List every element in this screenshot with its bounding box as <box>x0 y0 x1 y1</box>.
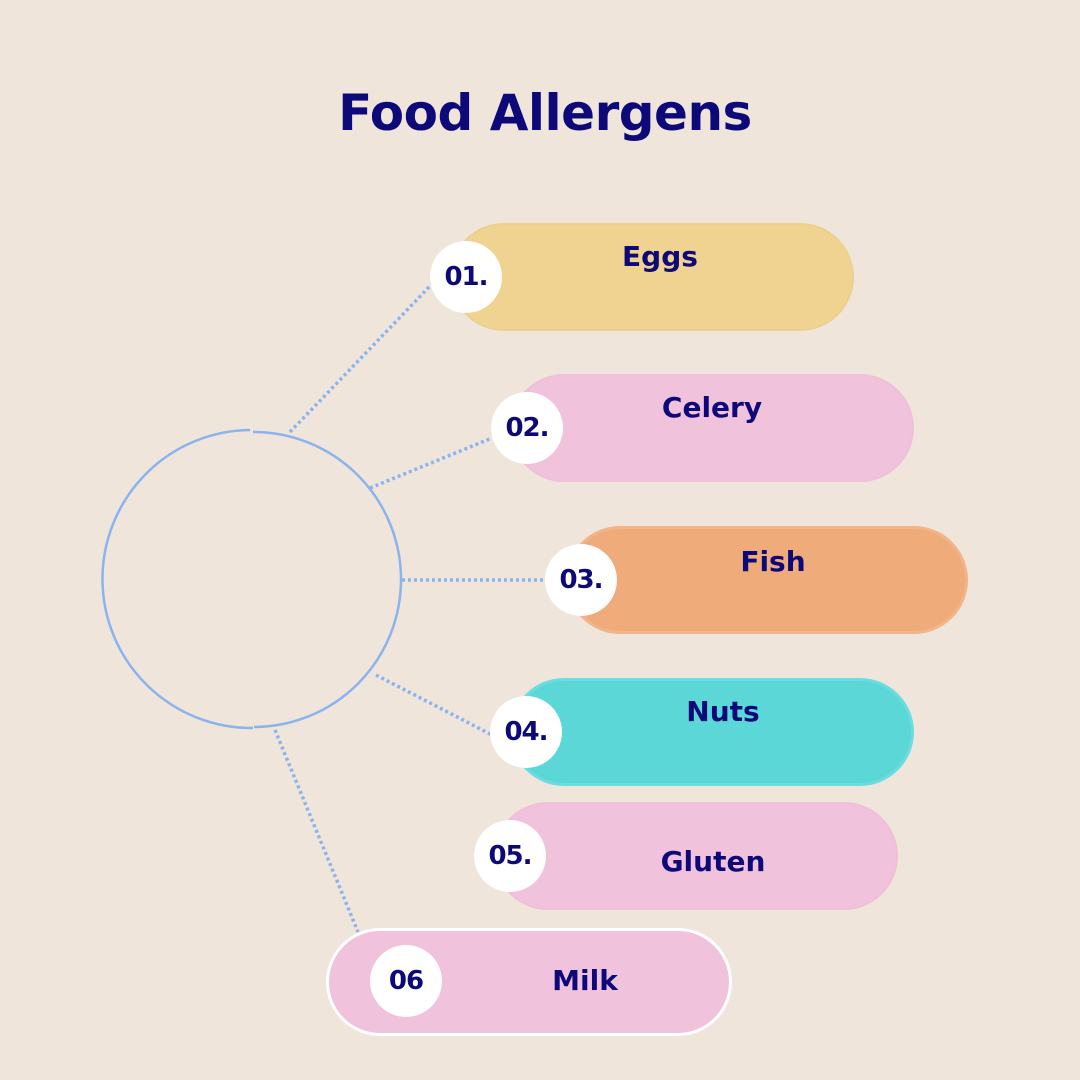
page-title: Food Allergens <box>338 84 752 142</box>
allergen-number-badge-6: 06 <box>370 945 442 1017</box>
allergen-pill-fish <box>566 526 968 634</box>
allergen-label-milk: Milk <box>552 964 618 997</box>
allergen-pill-eggs <box>450 223 854 331</box>
hub-circle <box>101 428 254 730</box>
hub-circle-upper-arc <box>252 430 403 729</box>
allergen-number-badge-2: 02. <box>491 392 563 464</box>
allergen-number-badge-5: 05. <box>474 820 546 892</box>
allergen-number-badge-3: 03. <box>545 544 617 616</box>
allergen-label-eggs: Eggs <box>622 240 698 273</box>
connector-line-6 <box>273 729 360 933</box>
connector-line-2 <box>369 436 493 490</box>
connector-line-1 <box>288 282 434 434</box>
allergen-number-badge-1: 01. <box>430 241 502 313</box>
allergen-label-nuts: Nuts <box>686 695 760 728</box>
allergen-label-celery: Celery <box>661 391 763 424</box>
allergen-label-fish: Fish <box>740 545 806 578</box>
allergen-label-gluten: Gluten <box>660 845 766 878</box>
allergen-number-badge-4: 04. <box>490 696 562 768</box>
allergen-pill-celery <box>510 374 914 482</box>
connector-line-4 <box>375 673 493 737</box>
